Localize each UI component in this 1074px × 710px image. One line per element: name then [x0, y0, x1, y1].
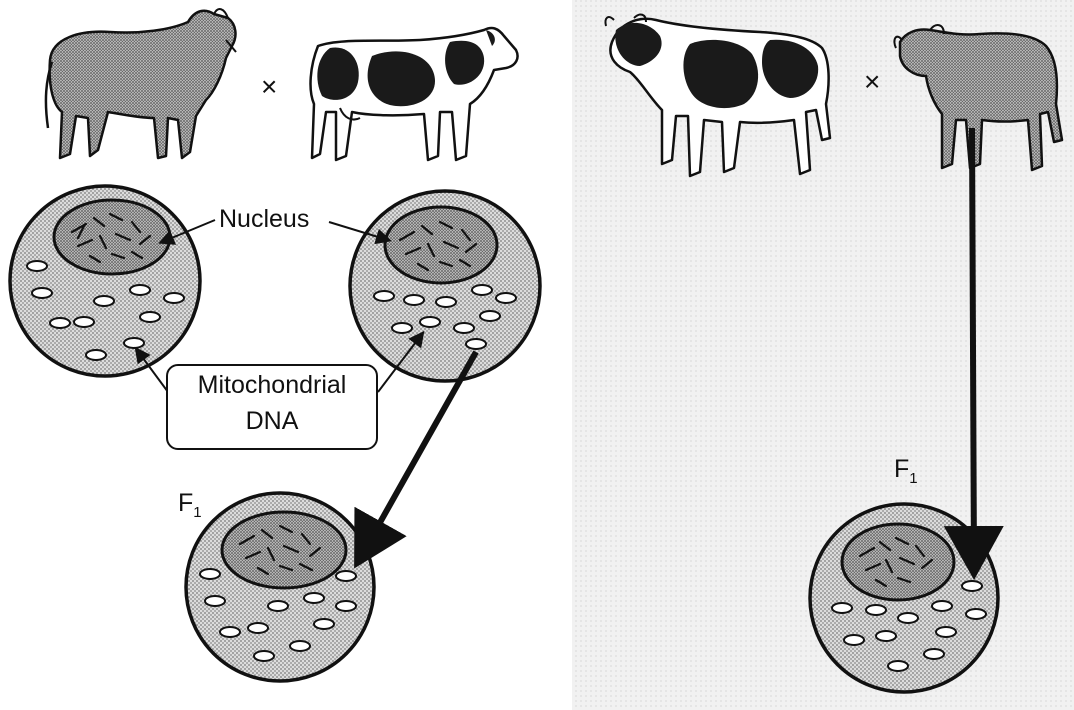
cross-symbol-left: × — [261, 71, 277, 103]
left-parent-cell — [10, 186, 200, 376]
f1-cell-right — [810, 504, 998, 692]
f1-sub-left: 1 — [193, 504, 201, 521]
f1-cell-left — [186, 493, 374, 681]
holstein-cow-icon — [311, 28, 518, 160]
inheritance-arrow-right — [972, 128, 974, 568]
f1-letter-left: F — [178, 489, 193, 517]
f1-label-left: F1 — [178, 489, 202, 521]
f1-sub-right: 1 — [909, 470, 917, 487]
nucleus-label: Nucleus — [219, 205, 309, 234]
f1-label-right: F1 — [894, 455, 918, 487]
nucleus-f1-right — [842, 524, 954, 600]
nucleus-f1-left — [222, 512, 346, 588]
f1-letter-right: F — [894, 455, 909, 483]
mitochondrial-label-line2: DNA — [172, 407, 372, 436]
cross-symbol-right: × — [864, 66, 880, 98]
nucleus-right-parent — [385, 207, 497, 283]
right-parent-cell — [350, 191, 540, 381]
nucleus-left-parent — [54, 200, 170, 274]
mitochondrial-label-line1: Mitochondrial — [172, 371, 372, 400]
zebu-bull-icon — [46, 9, 236, 158]
